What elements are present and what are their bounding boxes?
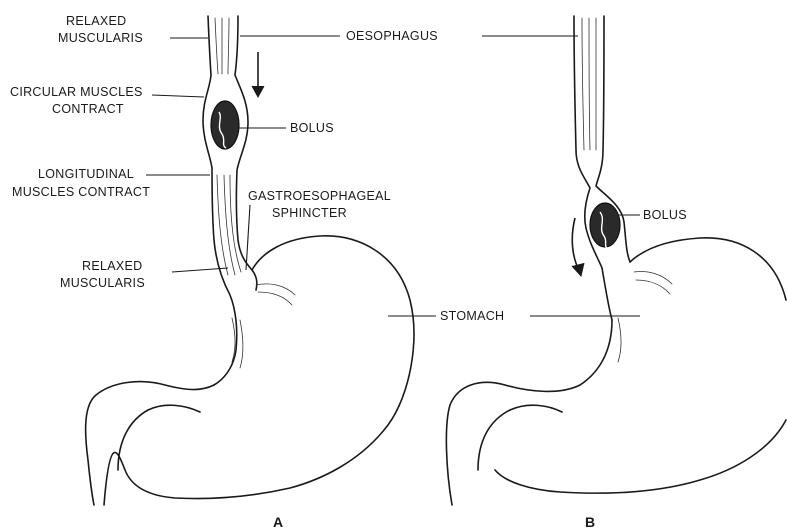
label-text: LONGITUDINAL (38, 167, 134, 181)
stomach-a-lesser-curve (86, 382, 214, 505)
oesophagus-a-left-wall (203, 16, 237, 385)
label-longitudinal: LONGITUDINAL MUSCLES CONTRACT (12, 167, 210, 199)
label-text: GASTROESOPHAGEAL (248, 189, 391, 203)
panel-label-b: B (585, 514, 595, 530)
leader-line (246, 205, 250, 270)
panel-label-a: A (273, 514, 283, 530)
label-text: CIRCULAR MUSCLES (10, 85, 143, 99)
label-text: MUSCLES CONTRACT (12, 185, 150, 199)
curved-arrow-b (572, 218, 584, 276)
stomach-b-outline (495, 238, 786, 493)
label-text: MUSCULARIS (60, 276, 145, 290)
label-text: RELAXED (66, 14, 126, 28)
label-text: STOMACH (440, 309, 504, 323)
leader-line (152, 95, 204, 97)
label-text: MUSCULARIS (58, 31, 143, 45)
label-text: SPHINCTER (272, 206, 347, 220)
stomach-a-inner-curve (118, 405, 200, 470)
label-sphincter: GASTROESOPHAGEAL SPHINCTER (246, 189, 391, 270)
label-text: OESOPHAGUS (346, 29, 438, 43)
label-oesophagus: OESOPHAGUS (240, 29, 578, 43)
down-arrow-a (252, 52, 264, 97)
stomach-b-lesser-curve (446, 320, 612, 505)
bolus-a-shape (211, 101, 239, 149)
panel-b (446, 16, 786, 505)
oesophagus-b-fibers (582, 18, 596, 150)
stomach-b-inner-curve (478, 405, 562, 470)
oesophagus-a-right-wall (235, 16, 252, 270)
label-stomach: STOMACH (388, 309, 640, 323)
label-text: BOLUS (290, 121, 334, 135)
stomach-b-fold-lines (618, 272, 672, 363)
label-text: BOLUS (643, 208, 687, 222)
label-relaxed-muscularis-bottom: RELAXED MUSCULARIS (60, 259, 228, 290)
label-text: CONTRACT (52, 102, 124, 116)
stomach-a-fold-lines (232, 284, 295, 368)
stomach-a-outline (104, 236, 414, 505)
label-text: RELAXED (82, 259, 142, 273)
label-bolus-b: BOLUS (618, 208, 687, 222)
label-circular-muscles: CIRCULAR MUSCLES CONTRACT (10, 85, 204, 116)
label-relaxed-muscularis-top: RELAXED MUSCULARIS (58, 14, 208, 45)
label-bolus-a: BOLUS (238, 121, 334, 135)
